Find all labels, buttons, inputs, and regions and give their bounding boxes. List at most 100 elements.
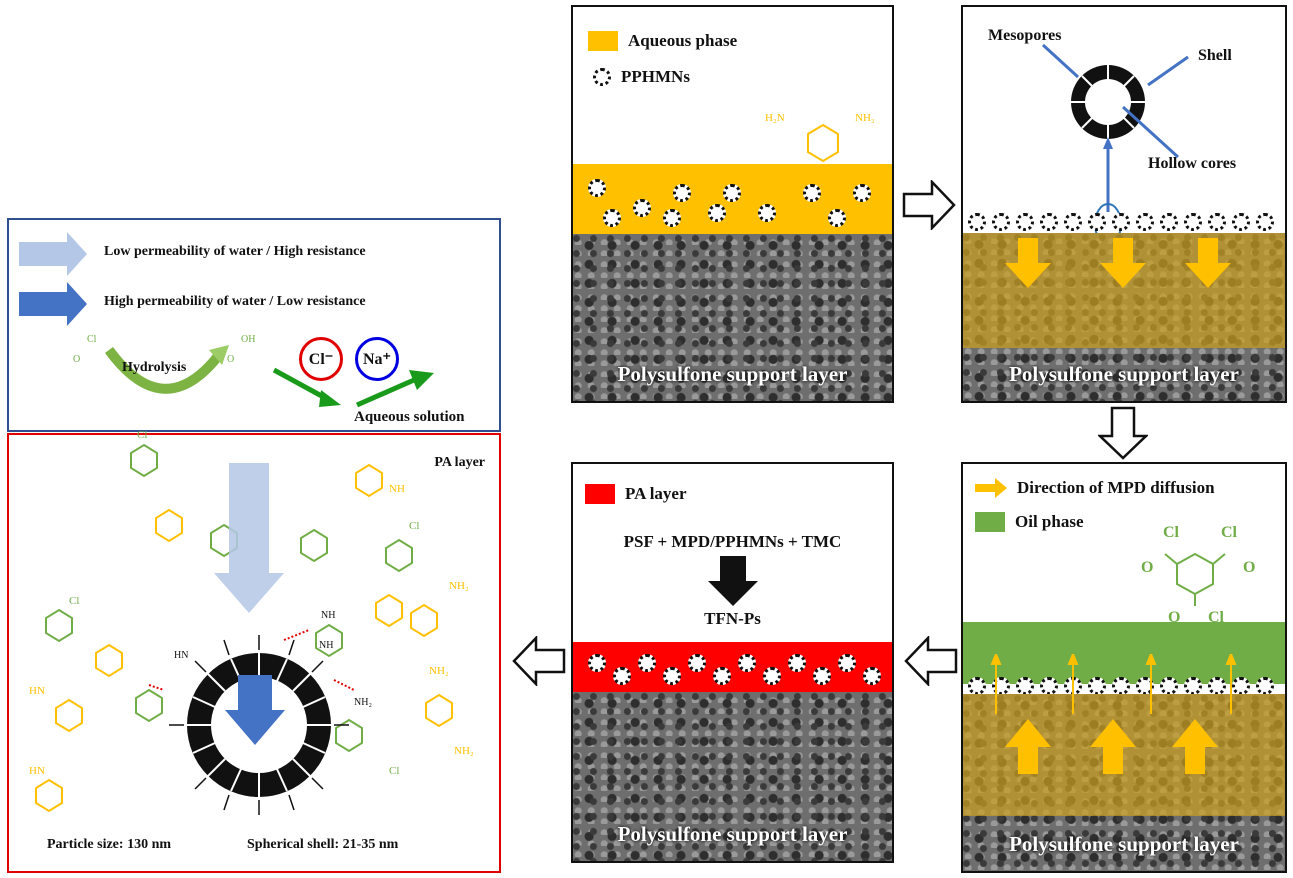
low-permeability-arrow-icon (214, 463, 284, 613)
tmc-o: O (1243, 559, 1256, 576)
tmc-cl: Cl (1208, 609, 1224, 626)
support-layer: Polysulfone support layer (963, 694, 1285, 871)
pa-layer (573, 642, 892, 692)
shell-thickness-label: Spherical shell: 21-35 nm (247, 837, 399, 852)
panel-oil-phase: Direction of MPD diffusion Oil phase Cl … (961, 462, 1287, 873)
pphmn (813, 667, 831, 685)
pphmn (763, 667, 781, 685)
pphmn (1184, 213, 1202, 231)
pphmn (1040, 677, 1058, 695)
tmc-o: O (1168, 609, 1181, 626)
sodium-label: Na⁺ (363, 351, 391, 368)
chloride-ion: Cl⁻ (299, 337, 343, 381)
chem-label: NH (319, 640, 334, 651)
pphmn (638, 654, 656, 672)
pphmn (738, 654, 756, 672)
pa-swatch (585, 484, 615, 504)
pphmn (713, 667, 731, 685)
pphmn (613, 667, 631, 685)
flow-arrow-left-icon (512, 636, 566, 686)
pphmn (1136, 213, 1154, 231)
pa-chemical-structure (35, 443, 453, 813)
tmc-molecule (1164, 552, 1226, 606)
flow-arrow-left-icon (904, 636, 958, 686)
pphmn (803, 184, 821, 202)
pphmn (708, 204, 726, 222)
chem-label: NH₂ (449, 580, 469, 592)
hollow-cores-label: Hollow cores (1148, 155, 1237, 172)
high-permeability-arrow-icon (225, 675, 285, 745)
hydrolysis-label: Hydrolysis (122, 360, 187, 375)
pphmn (1160, 213, 1178, 231)
particle-detail-icon (1041, 43, 1189, 245)
chem-label: NH₂ (429, 665, 449, 677)
chem-label: HN (29, 765, 45, 777)
chem-label: NH₂ (354, 697, 372, 708)
panel-pa-layer: PA layer PSF + MPD/PPHMNs + TMC TFN-Ps P… (571, 462, 894, 863)
mesopores-label: Mesopores (988, 27, 1062, 44)
pphmn (853, 184, 871, 202)
pphmn (1016, 677, 1034, 695)
oil-label: Oil phase (1015, 512, 1084, 531)
particle-size-label: Particle size: 130 nm (47, 837, 172, 852)
particle-row (968, 213, 1285, 233)
flow-arrow-down-icon (1098, 406, 1148, 460)
light-arrow-icon (19, 232, 87, 276)
high-permeability-label: High permeability of water / Low resista… (104, 294, 366, 309)
mpd-molecule (807, 123, 839, 163)
up-arrows-icon (1005, 719, 1218, 774)
acid-oh: OH (241, 334, 256, 345)
pphmn (828, 209, 846, 227)
tmc-cl: Cl (1221, 524, 1237, 541)
aqueous-layer (573, 164, 892, 234)
chem-label: HN (174, 650, 189, 661)
support-layer: Polysulfone support layer (963, 233, 1285, 401)
thin-up-arrows-icon (990, 654, 1237, 714)
chem-label: NH (321, 610, 336, 621)
chem-label: Cl (137, 429, 148, 441)
chem-label: Cl (69, 595, 80, 607)
pphmn (633, 199, 651, 217)
pphmn (788, 654, 806, 672)
hydrogen-bond (283, 629, 310, 641)
pphmn (1040, 213, 1058, 231)
mpd-h2n: H₂N (765, 112, 785, 124)
pphmn (758, 204, 776, 222)
dark-arrow-icon (19, 282, 87, 326)
pa-layer-title: PA layer (434, 455, 485, 470)
aqueous-solution-label: Aqueous solution (354, 409, 465, 425)
down-arrows-icon (1005, 238, 1231, 288)
legend-pa: PA layer (585, 484, 687, 504)
chem-label: NH (389, 483, 405, 495)
support-label: Polysulfone support layer (1009, 832, 1239, 856)
pphmn (838, 654, 856, 672)
pphmn (588, 654, 606, 672)
pphmn (588, 179, 606, 197)
pphmn (1160, 677, 1178, 695)
sodium-ion: Na⁺ (355, 337, 399, 381)
chem-label: NH₂ (454, 745, 474, 757)
legend-box: Low permeability of water / High resista… (7, 218, 501, 432)
support-label: Polysulfone support layer (617, 822, 848, 846)
shell-label: Shell (1198, 47, 1232, 64)
pphmn (688, 654, 706, 672)
pphmn (1208, 677, 1226, 695)
product-label: TFN-Ps (704, 609, 761, 628)
direction-label: Direction of MPD diffusion (1017, 478, 1215, 497)
pphmn (1136, 677, 1154, 695)
pphmn (1016, 213, 1034, 231)
pphmn (1112, 213, 1130, 231)
pphmn (663, 209, 681, 227)
pphmn (1256, 677, 1274, 695)
pphmn (1208, 213, 1226, 231)
hydrolysis-arrow-icon (104, 345, 229, 394)
pphmn (663, 667, 681, 685)
acyl-chloride-cl: Cl (87, 334, 97, 345)
flow-arrow-right-icon (902, 180, 956, 230)
pphmn (603, 209, 621, 227)
support-label: Polysulfone support layer (617, 362, 848, 386)
pphmn (863, 667, 881, 685)
pphmn (1088, 213, 1106, 231)
acid-o: O (227, 354, 235, 365)
